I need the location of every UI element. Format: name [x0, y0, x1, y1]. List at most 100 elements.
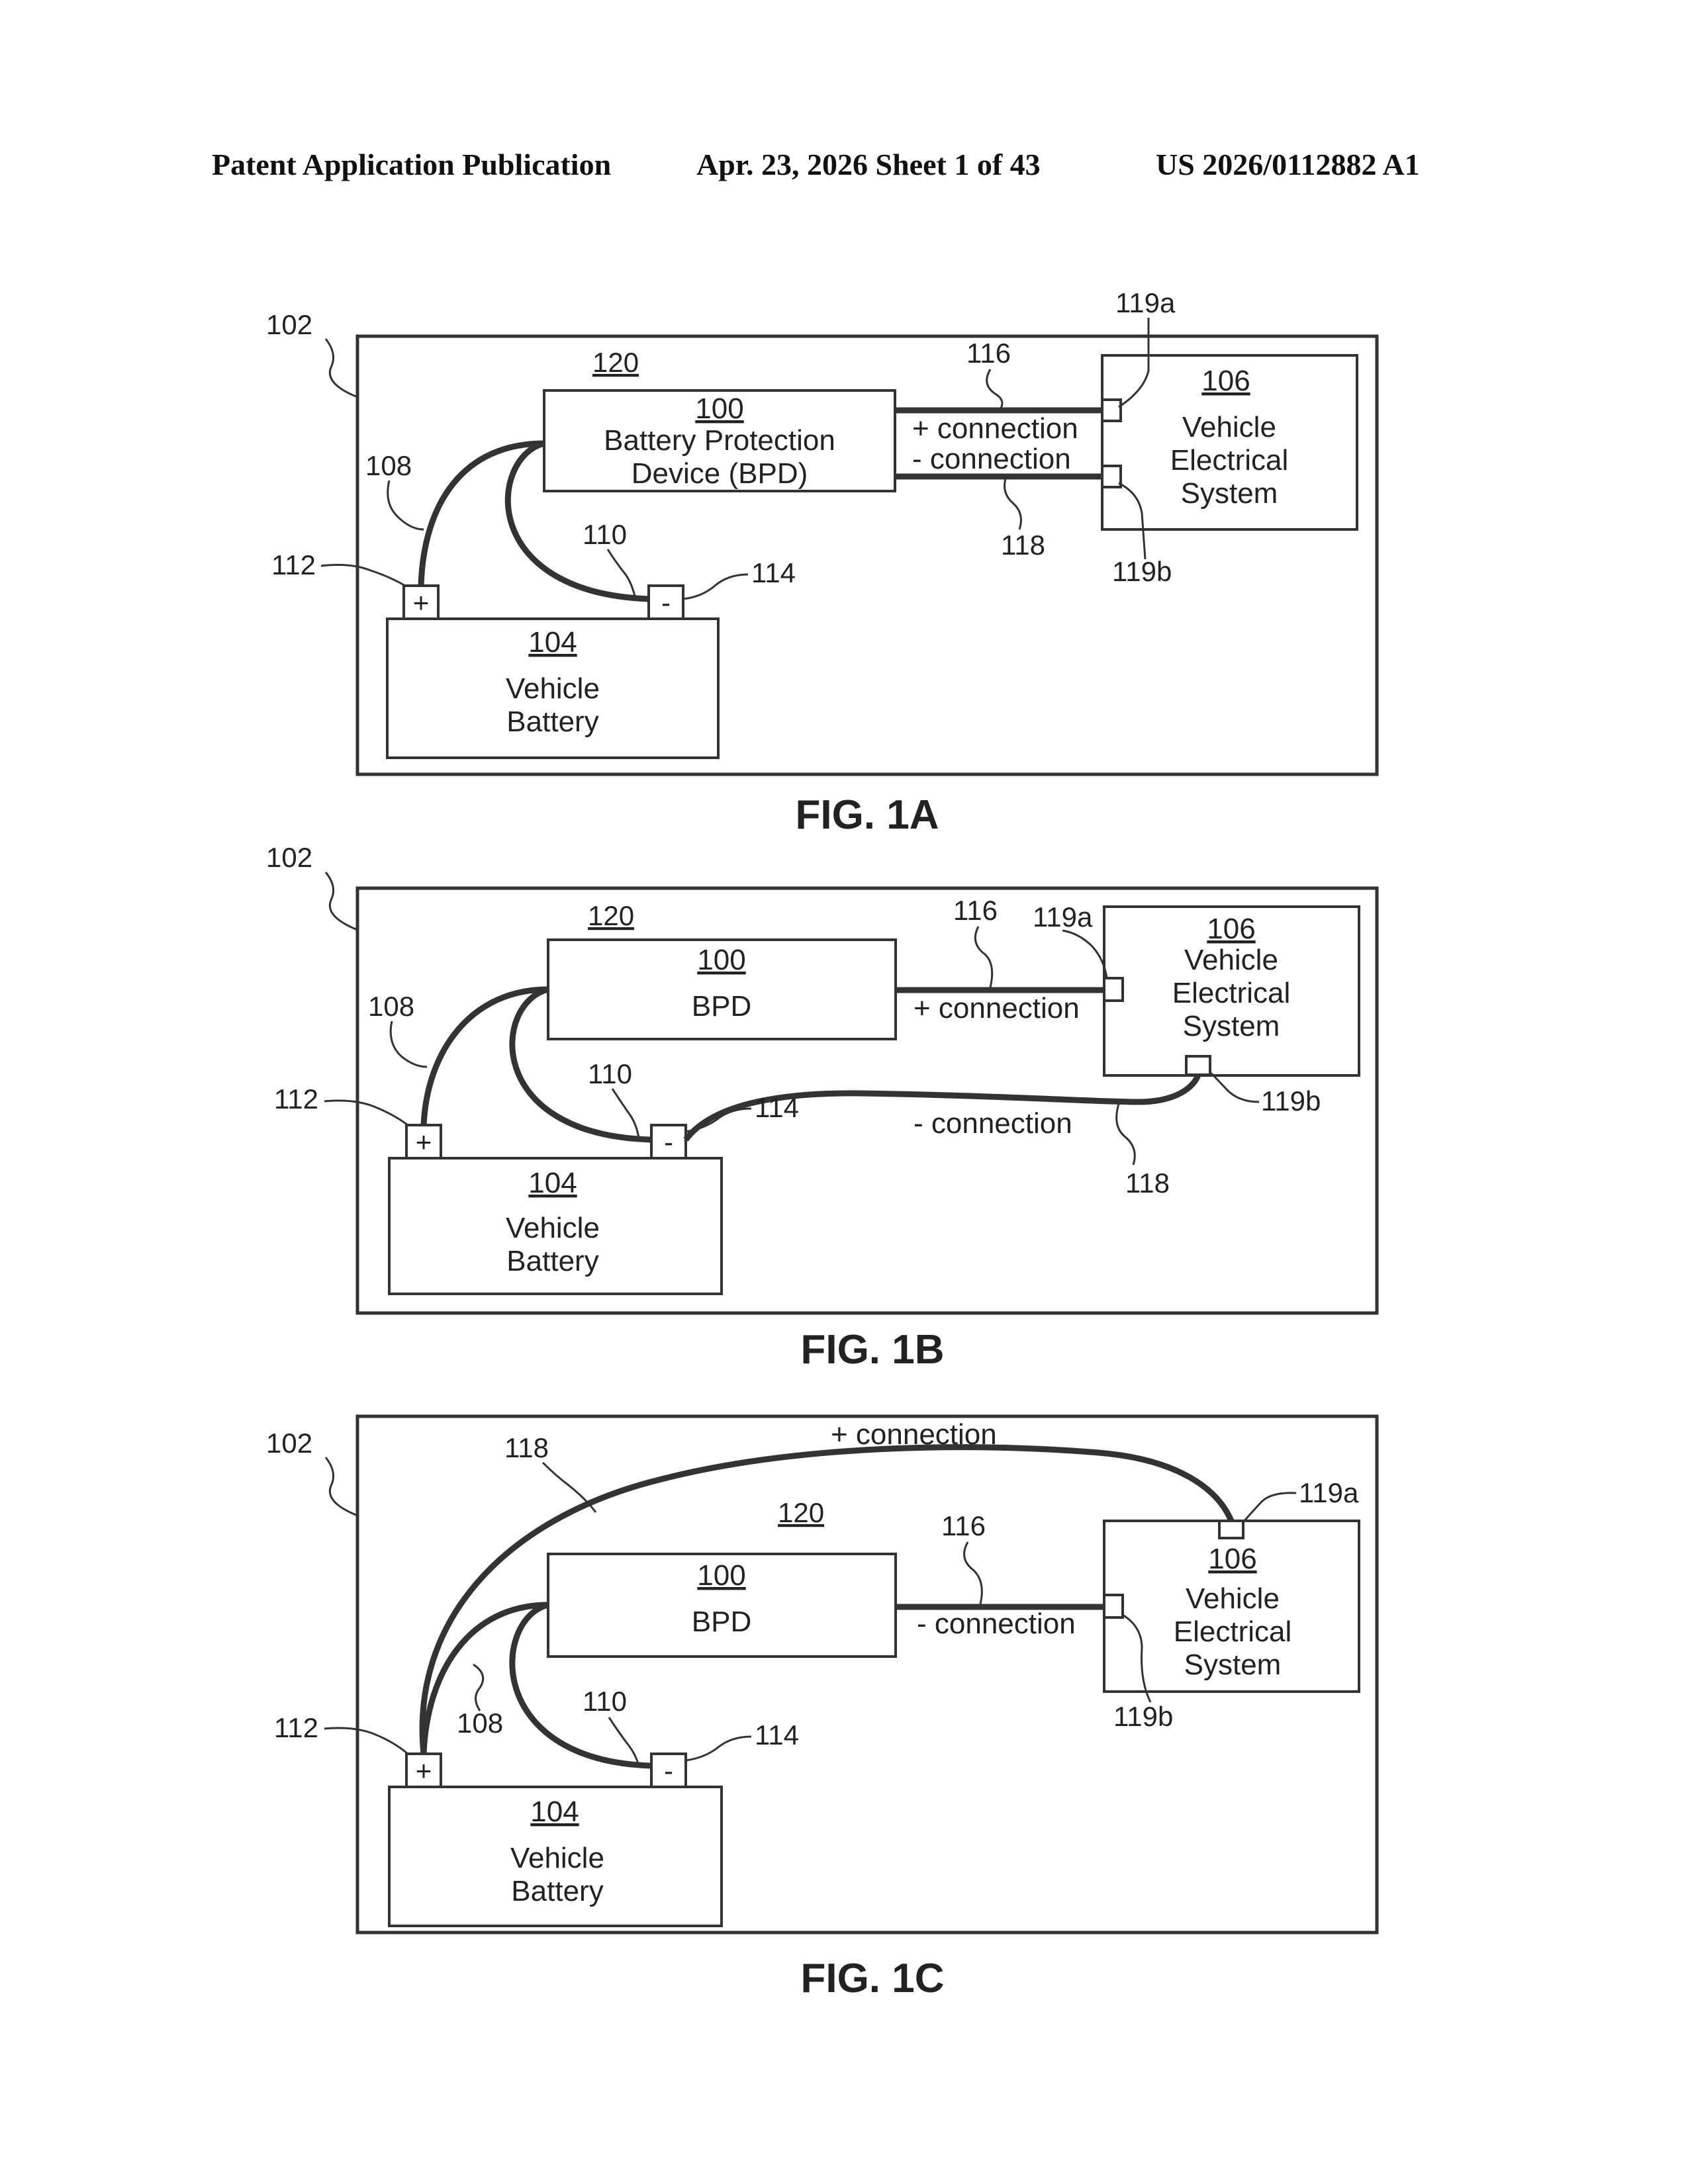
negative-connection-label: - connection [917, 1608, 1076, 1640]
ref-112: 112 [274, 1712, 318, 1743]
terminal-119a [1219, 1521, 1243, 1538]
battery-number: 104 [528, 1167, 577, 1199]
bpd-label-2: Device (BPD) [632, 457, 808, 490]
leader-116 [964, 1542, 982, 1607]
bpd-label-1: BPD [692, 1606, 751, 1638]
battery-label-2: Battery [506, 1245, 598, 1277]
ref-118: 118 [504, 1432, 549, 1463]
battery-label-1: Vehicle [506, 672, 600, 705]
figure-caption: FIG. 1C [800, 1956, 944, 2001]
ref-118: 118 [1125, 1167, 1170, 1199]
publication-title: Patent Application Publication [212, 147, 611, 182]
ref-102: 102 [266, 309, 312, 340]
terminal-119b [1102, 466, 1121, 487]
ves-label-2: Electrical [1170, 444, 1289, 477]
terminal-119b [1186, 1056, 1210, 1075]
bpd-number: 100 [697, 944, 745, 976]
leader-108 [473, 1664, 483, 1711]
leader-112 [324, 1101, 408, 1125]
ves-label-1: Vehicle [1182, 411, 1276, 443]
publication-date-sheet: Apr. 23, 2026 Sheet 1 of 43 [696, 147, 1041, 182]
ves-label-3: System [1183, 1010, 1280, 1042]
figure-1c: 102 120 100 BPD 106 Vehicle Electrical S… [0, 1396, 1688, 2019]
leader-114 [686, 1737, 751, 1760]
figure-caption: FIG. 1B [800, 1327, 944, 1373]
negative-terminal-sign: - [664, 1126, 673, 1158]
ref-110: 110 [583, 519, 627, 550]
terminal-119b [1104, 1595, 1123, 1617]
leader-116 [987, 369, 1002, 410]
leader-112 [321, 565, 405, 586]
positive-connection-label: + connection [914, 992, 1080, 1024]
ref-114: 114 [755, 1092, 799, 1123]
negative-connection-label: - connection [912, 443, 1071, 475]
bpd-number: 100 [695, 392, 743, 425]
ref-120: 120 [588, 900, 634, 931]
ref-119b: 119b [1112, 556, 1172, 587]
leader-116 [975, 927, 992, 990]
ves-label-3: System [1184, 1649, 1282, 1681]
battery-number: 104 [528, 626, 577, 659]
ref-102: 102 [266, 842, 312, 873]
negative-terminal-sign: - [664, 1755, 673, 1786]
leader-102 [326, 872, 357, 930]
ref-118: 118 [1001, 529, 1045, 561]
leader-114 [683, 574, 748, 599]
terminal-119a [1104, 978, 1123, 1001]
ves-number: 106 [1208, 1543, 1256, 1575]
figure-1b: 102 120 100 BPD 106 Vehicle Electrical S… [0, 831, 1688, 1387]
battery-label-2: Battery [506, 705, 598, 738]
battery-label-2: Battery [511, 1875, 603, 1907]
terminal-119a [1102, 400, 1121, 421]
ves-label-1: Vehicle [1186, 1582, 1280, 1615]
ref-108: 108 [368, 991, 414, 1022]
leader-112 [324, 1728, 408, 1754]
leader-118 [1005, 477, 1021, 529]
leader-118 [1117, 1104, 1135, 1165]
ref-102: 102 [266, 1428, 312, 1459]
ves-number: 106 [1201, 365, 1250, 397]
negative-connection-label: - connection [914, 1107, 1072, 1140]
ves-label-2: Electrical [1172, 977, 1291, 1009]
ref-120: 120 [592, 347, 639, 378]
positive-terminal-sign: + [413, 587, 430, 618]
leader-119a [1062, 931, 1107, 978]
ref-114: 114 [751, 557, 796, 588]
ves-label-1: Vehicle [1184, 944, 1278, 976]
ves-label-2: Electrical [1174, 1615, 1292, 1648]
ref-116: 116 [953, 895, 998, 926]
bpd-label-1: Battery Protection [604, 424, 835, 457]
ref-119a: 119a [1115, 287, 1176, 318]
leader-110 [609, 1717, 639, 1766]
ref-119a: 119a [1033, 901, 1093, 933]
ref-112: 112 [271, 549, 316, 580]
leader-102 [326, 339, 357, 397]
positive-terminal-sign: + [416, 1755, 432, 1786]
ref-119a: 119a [1299, 1477, 1359, 1508]
ref-116: 116 [966, 338, 1011, 369]
ref-108: 108 [365, 450, 412, 481]
battery-number: 104 [530, 1796, 579, 1828]
figure-1a: 102 120 100 Battery Protection Device (B… [0, 278, 1688, 847]
battery-label-1: Vehicle [506, 1212, 600, 1244]
negative-terminal-sign: - [661, 587, 671, 618]
positive-cable-108 [424, 989, 548, 1125]
ref-116: 116 [941, 1510, 986, 1541]
ves-label-3: System [1181, 477, 1278, 510]
leader-119a [1243, 1493, 1296, 1522]
leader-110 [608, 549, 635, 599]
leader-110 [612, 1089, 639, 1138]
ref-110: 110 [583, 1686, 627, 1717]
bpd-number: 100 [697, 1559, 745, 1592]
ves-number: 106 [1207, 913, 1255, 945]
ref-119b: 119b [1261, 1085, 1321, 1116]
ref-110: 110 [588, 1058, 632, 1089]
ref-108: 108 [457, 1707, 503, 1739]
ref-114: 114 [755, 1719, 799, 1751]
leader-108 [388, 480, 424, 529]
ref-112: 112 [274, 1083, 318, 1115]
bpd-label-1: BPD [692, 990, 751, 1023]
page-header: Patent Application Publication Apr. 23, … [0, 147, 1688, 187]
ref-119b: 119b [1113, 1701, 1173, 1732]
battery-label-1: Vehicle [510, 1842, 604, 1874]
